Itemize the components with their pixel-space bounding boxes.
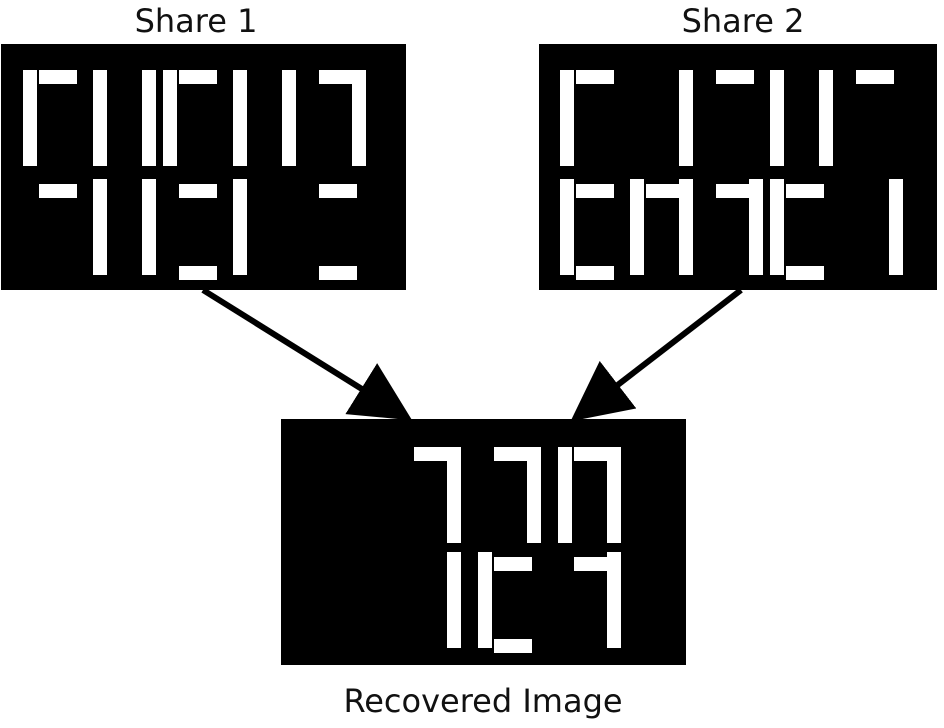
share-1-label: Share 1 — [134, 2, 258, 40]
share1-bottom-row-cell-2-left-lower-segment — [93, 179, 107, 275]
share2-bottom-row-cell-1-left-lower-segment — [560, 179, 574, 275]
recovered-bottom-row-cell-4-right-lower-segment — [607, 552, 621, 648]
share1-bottom-row-cell-2-right-lower-segment — [142, 179, 156, 275]
arrow-share-2-to-recovered — [570, 287, 743, 422]
recovered-top-row-cell-3-top-segment — [494, 447, 532, 461]
share1-top-row-cell-5-top-segment — [319, 70, 357, 84]
share2-bottom-row-cell-1-middle-segment — [576, 184, 614, 198]
share1-bottom-row-cell-5-bottom-segment — [319, 266, 357, 280]
share1-top-row-cell-1-left-upper-segment — [23, 70, 37, 166]
share1-top-row-cell-4-right-upper-segment — [282, 70, 296, 166]
share1-bottom-row-cell-1-middle-segment — [39, 184, 77, 198]
share-1-segments — [23, 70, 366, 280]
share2-top-row-cell-4-right-upper-segment — [819, 70, 833, 166]
recovered-bottom-row-cell-2-right-lower-segment — [447, 552, 461, 648]
share2-bottom-row-cell-3-middle-segment — [716, 184, 754, 198]
recovered-image-label: Recovered Image — [343, 682, 623, 720]
share1-top-row-cell-2-left-upper-segment — [93, 70, 107, 166]
share2-bottom-row-cell-2-left-lower-segment — [630, 179, 644, 275]
share1-top-row-cell-1-top-segment — [39, 70, 77, 84]
recovered-bottom-row-cell-4-middle-segment — [574, 557, 612, 571]
share1-bottom-row-cell-4-left-lower-segment — [233, 179, 247, 275]
recovered-bottom-row-cell-3-bottom-segment — [494, 639, 532, 653]
recovered-top-row-cell-2-right-upper-segment — [447, 447, 461, 543]
recovered-image-segments — [414, 447, 621, 653]
recovered-top-row-cell-4-right-upper-segment — [607, 447, 621, 543]
share1-top-row-cell-3-left-upper-segment — [163, 70, 177, 166]
recovered-top-row-cell-3-right-upper-segment — [527, 447, 541, 543]
recovered-image-panel — [281, 419, 686, 665]
share1-bottom-row-cell-3-middle-segment — [179, 184, 217, 198]
share2-bottom-row-cell-4-middle-segment — [786, 184, 824, 198]
share-1-panel — [1, 44, 406, 290]
recovered-top-row-cell-2-top-segment — [414, 447, 452, 461]
share2-bottom-row-cell-2-right-lower-segment — [679, 179, 693, 275]
share2-bottom-row-cell-4-left-lower-segment — [770, 179, 784, 275]
share-2-background — [539, 44, 937, 290]
share2-top-row-cell-5-top-segment — [856, 70, 894, 84]
share1-top-row-cell-3-top-segment — [179, 70, 217, 84]
recovered-top-row-cell-4-top-segment — [574, 447, 612, 461]
share-1-background — [1, 44, 406, 290]
recovered-bottom-row-cell-3-middle-segment — [494, 557, 532, 571]
share-2-label: Share 2 — [681, 2, 805, 40]
share2-top-row-cell-2-right-upper-segment — [679, 70, 693, 166]
arrow-share-1-to-recovered — [201, 287, 413, 421]
share-2-panel — [539, 44, 937, 290]
share2-top-row-cell-4-left-upper-segment — [770, 70, 784, 166]
recovered-top-row-cell-4-left-upper-segment — [558, 447, 572, 543]
share1-bottom-row-cell-5-middle-segment — [319, 184, 357, 198]
share2-top-row-cell-3-top-segment — [716, 70, 754, 84]
share1-top-row-cell-5-right-upper-segment — [352, 70, 366, 166]
share2-bottom-row-cell-4-bottom-segment — [786, 266, 824, 280]
share2-bottom-row-cell-1-bottom-segment — [576, 266, 614, 280]
share1-bottom-row-cell-3-bottom-segment — [179, 266, 217, 280]
share1-top-row-cell-2-right-upper-segment — [142, 70, 156, 166]
share2-bottom-row-cell-2-middle-segment — [646, 184, 684, 198]
share2-top-row-cell-1-top-segment — [576, 70, 614, 84]
share2-bottom-row-cell-5-right-lower-segment — [889, 179, 903, 275]
recovered-bottom-row-cell-3-left-lower-segment — [478, 552, 492, 648]
share-2-segments — [560, 70, 903, 280]
share2-bottom-row-cell-3-right-lower-segment — [749, 179, 763, 275]
share1-top-row-cell-4-left-upper-segment — [233, 70, 247, 166]
share2-top-row-cell-1-left-upper-segment — [560, 70, 574, 166]
